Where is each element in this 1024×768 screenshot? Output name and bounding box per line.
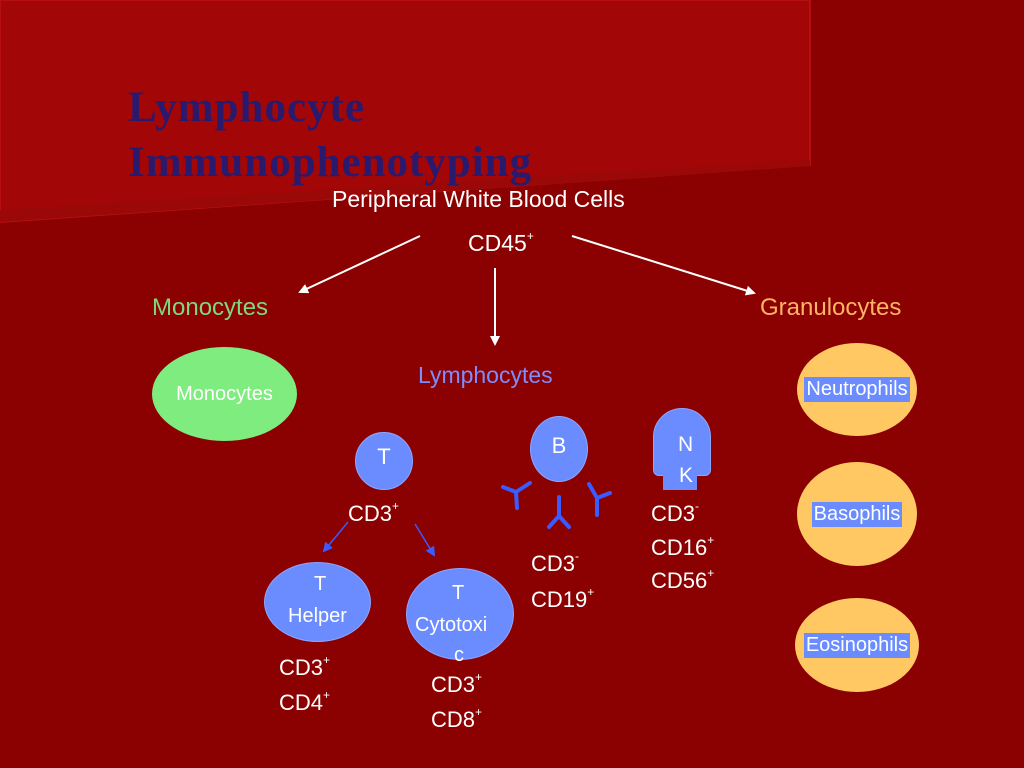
nk-cell-label-2: K [679,464,694,487]
root-label: Peripheral White Blood Cells [332,186,625,212]
b-cell-marker-1: CD3- [531,549,580,576]
b-cell-label: B [551,433,567,458]
arrow-to-t-cytotoxic [414,523,436,557]
monocyte-cell-label: Monocytes [176,382,273,405]
t-cell-marker: CD3+ [348,499,400,526]
root-marker: CD45+ [468,229,534,256]
eosinophil-label: Eosinophils [803,632,911,658]
t-cell-label: T [377,444,391,469]
title-line-1: Lymphocyte [128,84,365,131]
monocyte-cell: Monocytes [152,347,297,441]
antibody-icons [501,481,612,529]
t-cytotoxic-label-3: c [454,644,464,666]
neutrophil-cell: Neutrophils [797,343,917,436]
arrow-to-granulocytes [571,235,756,296]
lymphocytes-heading: Lymphocytes [418,362,553,388]
nk-cell-marker-1: CD3- [651,499,700,526]
t-cytotoxic-cell [406,568,514,660]
t-helper-marker-2: CD4+ [279,688,331,715]
eosinophil-cell: Eosinophils [795,598,919,692]
nk-cell-marker-3: CD56+ [651,566,715,593]
b-cell-marker-2: CD19+ [531,585,595,612]
arrow-to-monocytes [298,235,421,294]
title-line-2: Immunophenotyping [128,139,533,186]
nk-cell-label-1: N [678,433,694,456]
granulocytes-heading: Granulocytes [760,294,902,321]
t-helper-cell [264,562,371,642]
arrow-to-t-helper [322,521,349,553]
t-cell: T [355,432,413,490]
t-cytotoxic-marker-2: CD8+ [431,705,483,732]
nk-cell-label-box [663,462,697,490]
monocytes-heading: Monocytes [152,294,269,321]
t-cytotoxic-label-1: T [452,582,465,604]
nk-cell-marker-2: CD16+ [651,533,715,560]
basophil-cell: Basophils [797,462,917,566]
t-helper-label-1: T [314,573,327,595]
basophil-label: Basophils [811,501,903,527]
t-cytotoxic-label-2: Cytotoxi [415,614,488,636]
t-cytotoxic-marker-1: CD3+ [431,670,483,697]
b-cell: B [530,416,588,482]
t-helper-label-2: Helper [288,605,347,627]
neutrophil-label: Neutrophils [804,377,910,402]
t-helper-marker-1: CD3+ [279,653,331,680]
